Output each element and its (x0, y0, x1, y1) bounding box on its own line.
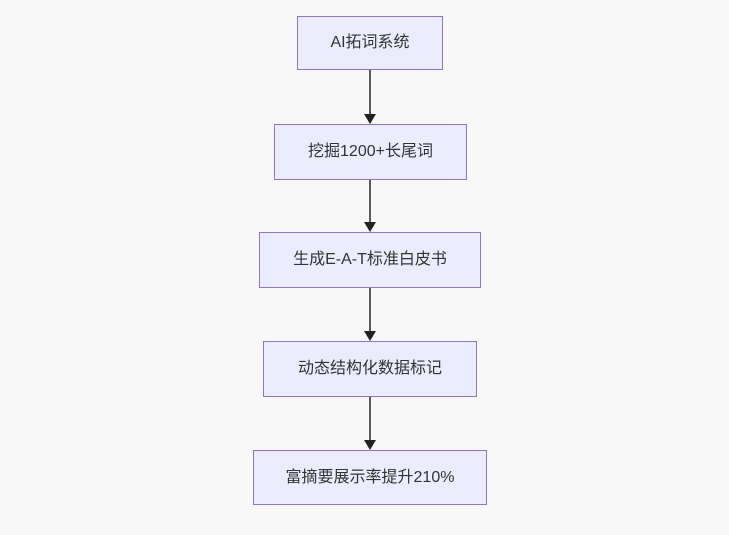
arrow-line (369, 397, 371, 443)
arrow-head-icon (364, 440, 376, 450)
arrow-line (369, 288, 371, 334)
flow-arrow-4 (363, 397, 377, 450)
flow-node-ai-word-system: AI拓词系统 (297, 16, 443, 70)
arrow-line (369, 70, 371, 117)
flow-arrow-3 (363, 288, 377, 341)
arrow-line (369, 180, 371, 225)
flow-node-label: 富摘要展示率提升210% (285, 468, 455, 486)
flow-node-label: 动态结构化数据标记 (297, 360, 442, 378)
flow-node-structured-data: 动态结构化数据标记 (263, 341, 477, 397)
flow-node-longtail-mining: 挖掘1200+长尾词 (274, 124, 467, 180)
flow-arrow-1 (363, 70, 377, 124)
flow-node-rich-snippet-result: 富摘要展示率提升210% (253, 450, 487, 505)
flow-node-label: 挖掘1200+长尾词 (308, 143, 433, 161)
flow-node-eat-whitepaper: 生成E-A-T标准白皮书 (259, 232, 481, 288)
arrow-head-icon (364, 114, 376, 124)
flow-arrow-2 (363, 180, 377, 232)
flow-node-label: 生成E-A-T标准白皮书 (293, 251, 447, 269)
flow-node-label: AI拓词系统 (330, 34, 410, 52)
arrow-head-icon (364, 222, 376, 232)
arrow-head-icon (364, 331, 376, 341)
